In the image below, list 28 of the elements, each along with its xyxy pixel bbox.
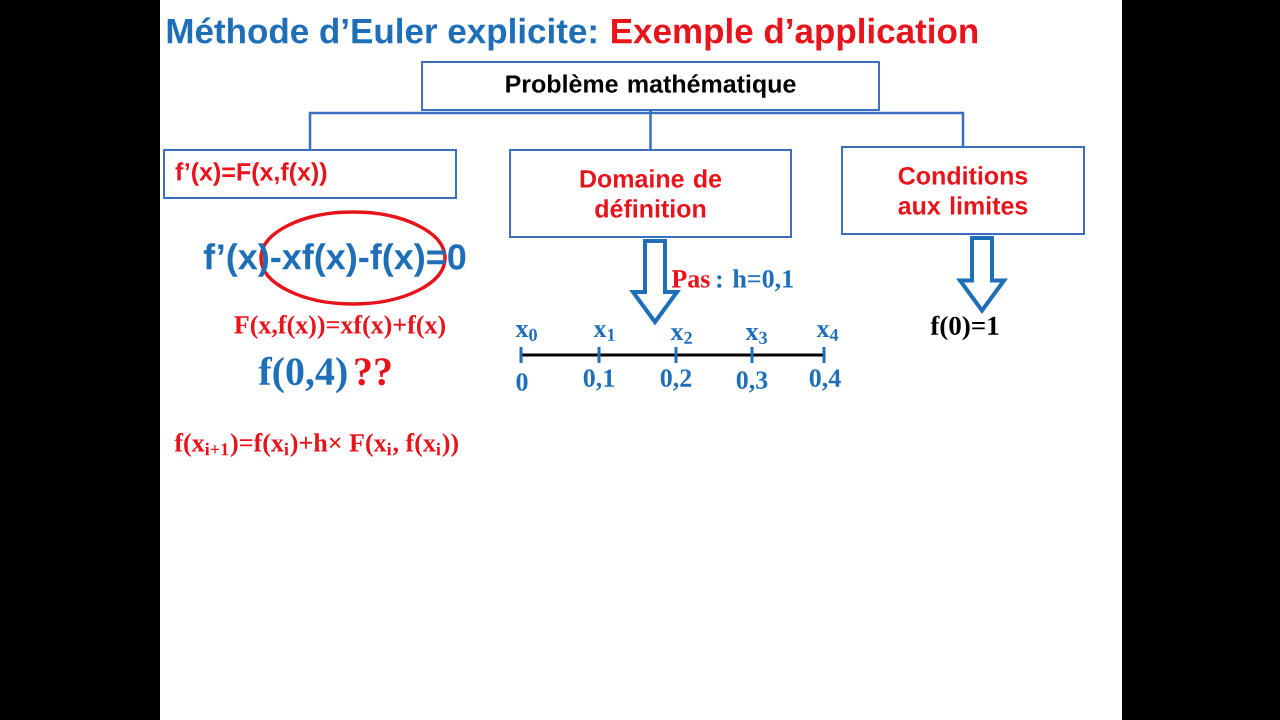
point-label: x$_{3}$ bbox=[745, 328, 767, 344]
tick-value: 0 bbox=[516, 373, 528, 391]
condition-text: f(0)=1 bbox=[930, 315, 999, 341]
connector-line bbox=[649, 111, 652, 149]
recurrence-formula: f(x$_{i+1}$)=f(x$_{i}$)+h× F(x$_{i}$, f(x$_{i}$)) bbox=[174, 433, 458, 457]
title-text: Méthode d’Euler explicite: bbox=[167, 17, 596, 51]
concept-box: Domaine de définition bbox=[509, 149, 792, 238]
point-label: x$_{1}$ bbox=[593, 325, 615, 341]
connector-line bbox=[308, 110, 652, 149]
step-text: Pas bbox=[671, 270, 710, 288]
block-arrow bbox=[629, 239, 681, 326]
tick-value: 0,2 bbox=[660, 369, 692, 391]
tick-value: 0,1 bbox=[583, 369, 614, 391]
concept-box: Problème mathématique bbox=[421, 61, 880, 111]
point-label: x$_{2}$ bbox=[670, 328, 692, 344]
tick-value: 0,3 bbox=[736, 371, 768, 393]
question-text: f(0,4) bbox=[258, 356, 347, 394]
title-text: Exemple d’application bbox=[612, 17, 978, 51]
point-label: x$_{4}$ bbox=[816, 325, 839, 341]
question-mark-text: ?? bbox=[355, 358, 391, 386]
step-text: : h=0,1 bbox=[717, 269, 793, 292]
point-label: x$_{0}$ bbox=[515, 325, 537, 341]
formula-box: f’(x)=F(x,f(x)) bbox=[163, 149, 457, 199]
connector-line bbox=[649, 110, 965, 146]
function-text: F(x,f(x))=xf(x)+f(x) bbox=[234, 315, 445, 339]
concept-box: Conditions aux limites bbox=[841, 146, 1085, 235]
block-arrow bbox=[956, 236, 1008, 314]
tick-value: 0,4 bbox=[809, 369, 841, 391]
